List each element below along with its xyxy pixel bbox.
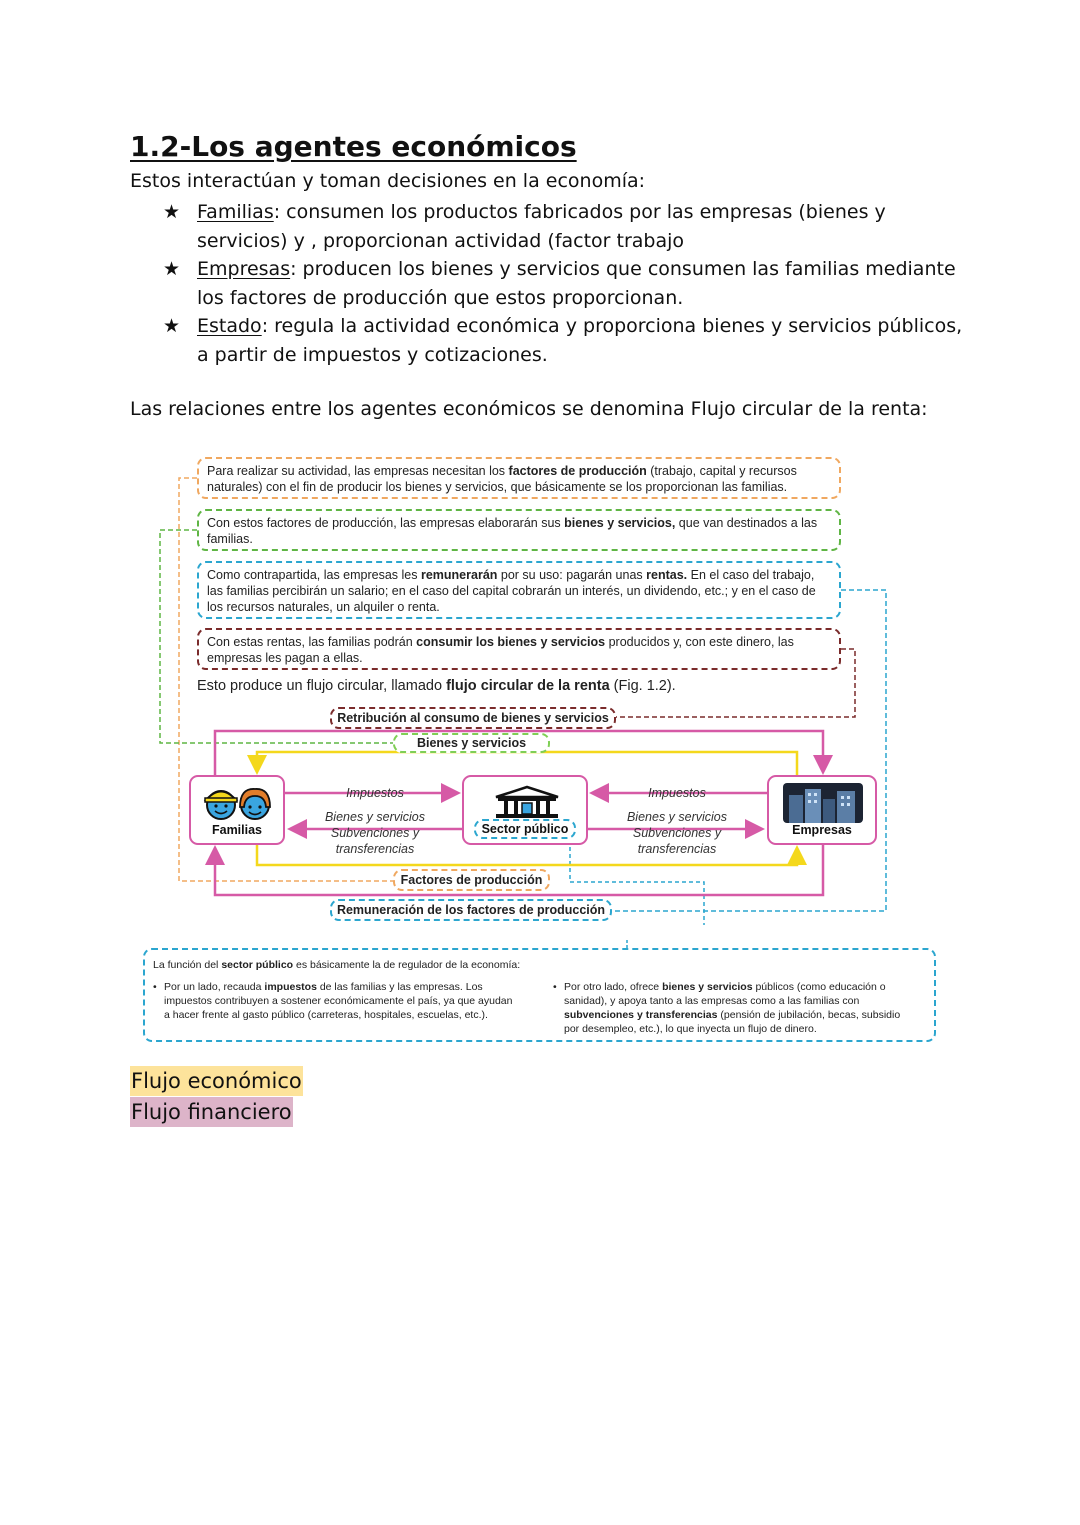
explanation-box-bienes: Con estos factores de producción, las em… [197,509,841,551]
agents-list: ★ Familias: consumen los productos fabric… [163,198,963,369]
label-familias: Familias [211,823,263,837]
label-sector-publico: Sector público [474,819,576,839]
pill-factores: Factores de producción [393,869,550,891]
yellow-bottom-loop [255,845,807,867]
node-sector-publico: Sector público [462,775,588,845]
pill-retribucion: Retribución al consumo de bienes y servi… [330,707,616,729]
yellow-top-loop [247,750,799,775]
term-estado: Estado [197,315,262,337]
list-item-empresas: ★ Empresas: producen los bienes y servici… [163,255,963,312]
explanation-box-factores: Para realizar su actividad, las empresas… [197,457,841,499]
list-item-familias: ★ Familias: consumen los productos fabric… [163,198,963,255]
maroon-connector [616,648,856,718]
legend-flujo-economico: Flujo económico [130,1066,303,1096]
definition-familias: : consumen los productos fabricados por … [197,201,886,252]
orange-connector [178,477,393,882]
intro-text: Estos interactúan y toman decisiones en … [130,170,646,192]
sector-connector [569,840,705,925]
relations-text: Las relaciones entre los agentes económi… [130,398,928,420]
label-transfers-right: Bienes y servicios Subvenciones y transf… [626,810,728,856]
green-connector [159,529,393,744]
definition-estado: : regula la actividad económica y propor… [197,315,963,366]
family-icon [203,788,271,820]
government-building-icon [495,785,559,818]
legend-flujo-financiero: Flujo financiero [130,1097,293,1127]
star-icon: ★ [163,258,181,280]
list-item-estado: ★ Estado: regula la actividad económica y… [163,312,963,369]
star-icon: ★ [163,315,181,337]
pill-bienes-servicios: Bienes y servicios [393,733,550,753]
explanation-box-rentas: Como contrapartida, las empresas les rem… [197,561,841,619]
term-familias: Familias [197,201,274,223]
label-impuestos-right: Impuestos [648,786,706,800]
sector-publico-intro: La función del sector público es básicam… [153,959,521,971]
office-buildings-icon [783,783,863,823]
node-empresas: Empresas [767,775,877,845]
node-familias: Familias [189,775,285,845]
pink-top-loop [213,729,833,775]
sector-publico-right-point: •Por otro lado, ofrece bienes y servicio… [553,981,901,1035]
pill-remuneracion: Remuneración de los factores de producci… [330,899,612,921]
star-icon: ★ [163,201,181,223]
section-heading: 1.2-Los agentes económicos [130,130,577,163]
sector-publico-explanation: La función del sector público es básicam… [143,948,936,1042]
circular-flow-caption: Esto produce un flujo circular, llamado … [197,678,676,694]
term-empresas: Empresas [197,258,291,280]
pink-bottom-loop [205,845,825,897]
sector-publico-left-point: •Por un lado, recauda impuestos de las f… [153,981,513,1021]
explanation-box-consumo: Con estas rentas, las familias podrán co… [197,628,841,670]
label-empresas: Empresas [792,823,852,837]
definition-empresas: : producen los bienes y servicios que co… [197,258,956,309]
label-impuestos-left: Impuestos [346,786,404,800]
label-transfers-left: Bienes y servicios Subvenciones y transf… [324,810,426,856]
